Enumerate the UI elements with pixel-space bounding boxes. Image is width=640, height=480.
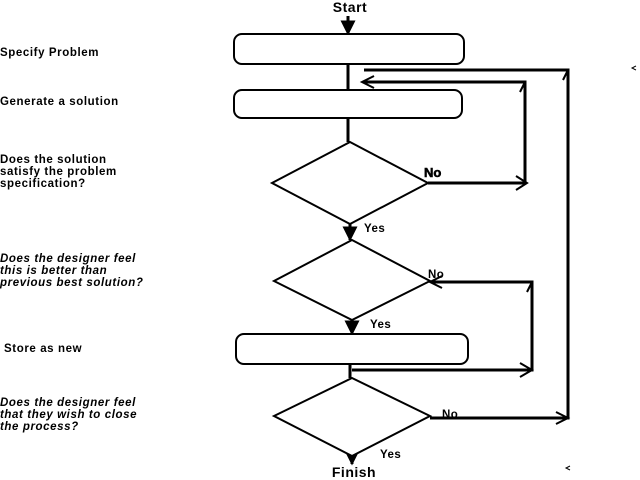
step-label-close: Does the designer feel that they wish to… [0, 397, 141, 433]
edge-label-satisfy-no: No [424, 165, 441, 180]
stray-mark-bottom-right [564, 465, 571, 471]
process-box-specify [233, 33, 465, 65]
step-label-specify: Specify Problem [0, 47, 99, 59]
decision-diamond-close [271, 376, 433, 458]
finish-label: Finish [332, 464, 376, 480]
process-box-store [235, 333, 469, 365]
step-label-generate: Generate a solution [0, 96, 119, 108]
loop-satisfy-no-upmark [519, 81, 526, 93]
loop-better-no-upmark [526, 281, 533, 293]
loop-better-no [352, 280, 534, 372]
loop-close-no-upmark [562, 69, 569, 81]
edge-label-better-no: No [428, 269, 444, 281]
edge-label-better-yes: Yes [370, 319, 391, 331]
start-label: Start [333, 0, 367, 15]
loop-close-no [364, 68, 570, 420]
loop-better-no-bottom-arrowhead [519, 362, 534, 378]
step-label-store: Store as new [4, 343, 82, 355]
decision-diamond-better [271, 238, 433, 322]
process-box-generate [233, 89, 463, 119]
step-label-satisfy: Does the solution satisfy the problem sp… [0, 154, 121, 190]
edge-label-satisfy-yes: Yes [364, 223, 385, 235]
loop-close-no-arrowhead [555, 411, 571, 425]
step-label-better: Does the designer feel this is better th… [0, 253, 144, 289]
loop-satisfy-no [364, 80, 527, 185]
edge-label-close-yes: Yes [380, 449, 401, 461]
edge-label-close-no: No [442, 409, 458, 421]
decision-diamond-satisfy [269, 140, 431, 226]
stray-mark-top-right [630, 65, 637, 71]
loop-generate-entry-arrowhead [359, 75, 375, 89]
loop-satisfy-no-arrowhead [515, 175, 529, 191]
